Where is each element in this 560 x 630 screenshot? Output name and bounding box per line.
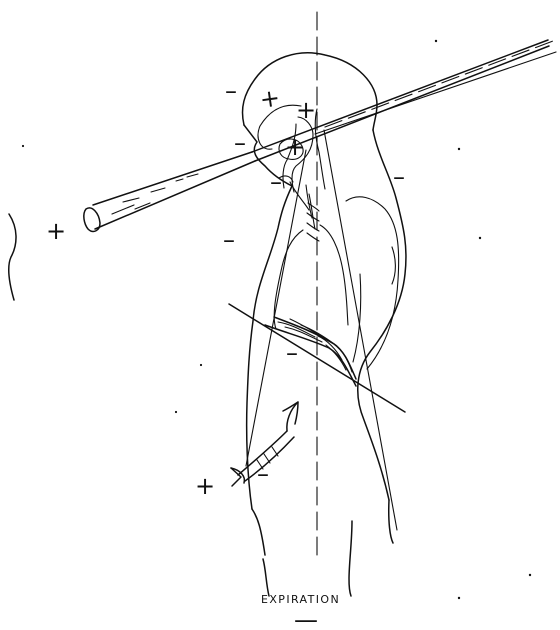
minus-sign-face: –: [234, 129, 246, 157]
breath-trumpet: [84, 40, 556, 231]
minus-sign-right: –: [393, 163, 405, 191]
caption-title: EXPIRATION: [261, 593, 340, 606]
plus-sign-head-left: +: [258, 83, 282, 114]
plus-sign-mouthpiece: +: [46, 217, 66, 245]
minus-sign-left: –: [223, 226, 235, 254]
minus-sign-lower: –: [257, 460, 269, 488]
diaphragm: [265, 317, 356, 386]
plus-sign-lower-left: +: [195, 472, 215, 500]
airway-structures: [258, 105, 325, 241]
minus-sign-throat: –: [270, 168, 282, 196]
plus-sign-head-right: +: [296, 96, 316, 124]
minus-sign-head: –: [225, 77, 237, 105]
left-bracket-curve: [9, 214, 16, 300]
plus-sign-face: +: [285, 133, 305, 161]
minus-sign-diaphragm: –: [286, 339, 298, 367]
pole-labels: – + + – + – – + – + – –: [46, 77, 405, 500]
stray-marks: [22, 40, 531, 599]
caption-sign: —: [294, 606, 318, 626]
